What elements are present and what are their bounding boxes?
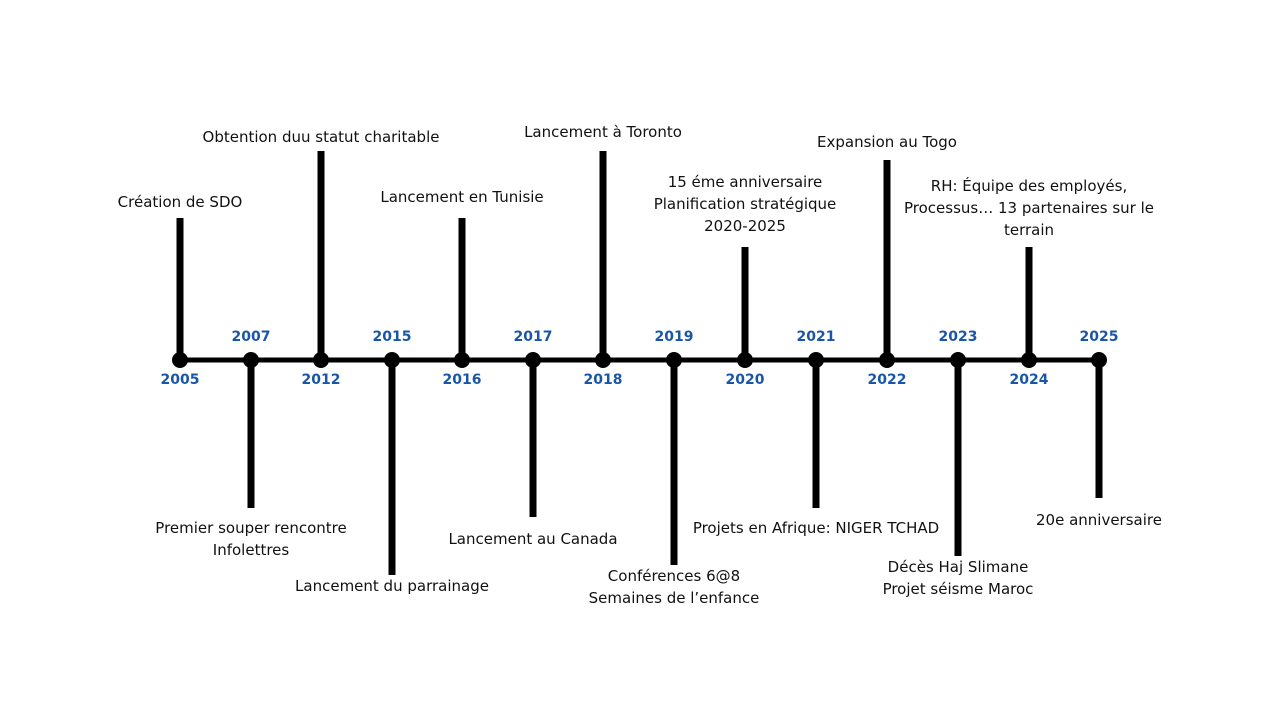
- event-dot-2020: [737, 352, 753, 368]
- year-label-2015: 2015: [372, 329, 412, 345]
- year-label-2025: 2025: [1079, 329, 1119, 345]
- event-dot-2015: [384, 352, 400, 368]
- event-label-2005: Création de SDO: [20, 191, 340, 213]
- event-text-line: terrain: [1003, 221, 1055, 239]
- event-label-2012: Obtention duu statut charitable: [161, 126, 481, 148]
- event-text-line: Lancement du parrainage: [295, 577, 489, 595]
- event-dot-2005: [172, 352, 188, 368]
- event-dot-2021: [808, 352, 824, 368]
- event-dot-2022: [879, 352, 895, 368]
- year-label-2018: 2018: [583, 372, 623, 388]
- event-text-line: Lancement au Canada: [448, 530, 618, 548]
- event-dot-2019: [666, 352, 682, 368]
- event-label-2018: Lancement à Toronto: [443, 121, 763, 143]
- event-text-line: Planification stratégique: [653, 195, 837, 213]
- event-label-2016: Lancement en Tunisie: [302, 186, 622, 208]
- event-text-line: Lancement en Tunisie: [380, 188, 544, 206]
- event-text-line: 20e anniversaire: [1036, 511, 1162, 529]
- event-label-2017: Lancement au Canada: [373, 528, 693, 550]
- event-label-2025: 20e anniversaire: [939, 509, 1259, 531]
- event-dot-2023: [950, 352, 966, 368]
- year-label-2017: 2017: [513, 329, 553, 345]
- event-text-line: Décès Haj Slimane: [887, 558, 1029, 576]
- year-label-2005: 2005: [160, 372, 200, 388]
- event-dot-2016: [454, 352, 470, 368]
- event-text-line: Semaines de l’enfance: [588, 589, 760, 607]
- year-label-2021: 2021: [796, 329, 836, 345]
- event-dot-2017: [525, 352, 541, 368]
- event-text-line: Conférences 6@8: [607, 567, 741, 585]
- year-label-2022: 2022: [867, 372, 907, 388]
- event-text-line: Processus… 13 partenaires sur le: [903, 199, 1154, 217]
- event-label-2015: Lancement du parrainage: [232, 575, 552, 597]
- event-text-line: 15 éme anniversaire: [667, 173, 823, 191]
- event-text-line: Expansion au Togo: [817, 133, 957, 151]
- event-text-line: RH: Équipe des employés,: [930, 177, 1128, 195]
- event-text-line: Lancement à Toronto: [524, 123, 682, 141]
- event-text-line: Obtention duu statut charitable: [202, 128, 440, 146]
- event-text-line: 2020-2025: [704, 217, 786, 235]
- year-label-2012: 2012: [301, 372, 341, 388]
- year-label-2024: 2024: [1009, 372, 1049, 388]
- event-text-line: Premier souper rencontre: [155, 519, 347, 537]
- event-dot-2018: [595, 352, 611, 368]
- event-label-2022: Expansion au Togo: [727, 131, 1047, 153]
- event-dot-2024: [1021, 352, 1037, 368]
- event-label-2021: Projets en Afrique: NIGER TCHAD: [656, 517, 976, 539]
- year-label-2007: 2007: [231, 329, 271, 345]
- year-label-2019: 2019: [654, 329, 694, 345]
- event-text-line: Création de SDO: [117, 193, 243, 211]
- year-label-2023: 2023: [938, 329, 978, 345]
- event-text-line: Projets en Afrique: NIGER TCHAD: [692, 519, 940, 537]
- year-label-2016: 2016: [442, 372, 482, 388]
- event-text-line: Infolettres: [212, 541, 290, 559]
- event-text-line: Projet séisme Maroc: [882, 580, 1034, 598]
- event-dot-2012: [313, 352, 329, 368]
- year-label-2020: 2020: [725, 372, 765, 388]
- event-dot-2007: [243, 352, 259, 368]
- event-label-2024: RH: Équipe des employés, Processus… 13 pa…: [869, 175, 1189, 241]
- event-dot-2025: [1091, 352, 1107, 368]
